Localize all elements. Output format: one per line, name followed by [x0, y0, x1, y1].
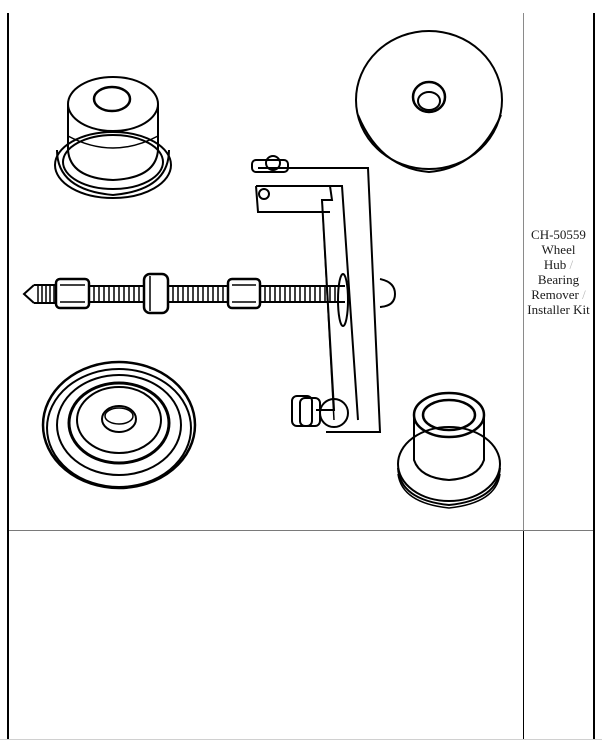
- threaded-forcing-screw-icon: [22, 272, 345, 315]
- flanged-ring-adapter-icon: [41, 360, 197, 490]
- caption-separator: /: [582, 286, 586, 302]
- table-column-divider-lower: [523, 531, 524, 740]
- flat-disc-icon: [355, 30, 503, 174]
- caption-line-installer-kit: Installer Kit: [527, 301, 590, 317]
- caption-line-bearing: Bearing: [537, 271, 580, 287]
- tool-caption-cell: CH-50559 Wheel Hub / Bearing Remover / I…: [524, 14, 593, 529]
- c-frame-bracket-icon: [251, 155, 397, 433]
- table-column-divider: [523, 13, 524, 740]
- table-left-border: [7, 13, 9, 740]
- table-bottom-border: [0, 739, 602, 740]
- table-right-border: [593, 13, 595, 740]
- caption-separator: /: [569, 256, 574, 272]
- tool-caption: CH-50559 Wheel Hub / Bearing Remover / I…: [524, 227, 593, 317]
- stepped-sleeve-adapter-icon: [397, 391, 501, 509]
- table-row-divider: [9, 530, 593, 531]
- caption-line-hub: Hub /: [543, 256, 574, 272]
- caption-line-remover: Remover /: [531, 286, 586, 302]
- part-number: CH-50559: [531, 226, 586, 242]
- stepped-adapter-icon: [54, 76, 172, 199]
- empty-caption-cell: [524, 531, 593, 739]
- tool-kit-illustration: [9, 14, 522, 529]
- caption-line-wheel: Wheel: [541, 241, 576, 257]
- empty-illustration-cell: [9, 531, 523, 739]
